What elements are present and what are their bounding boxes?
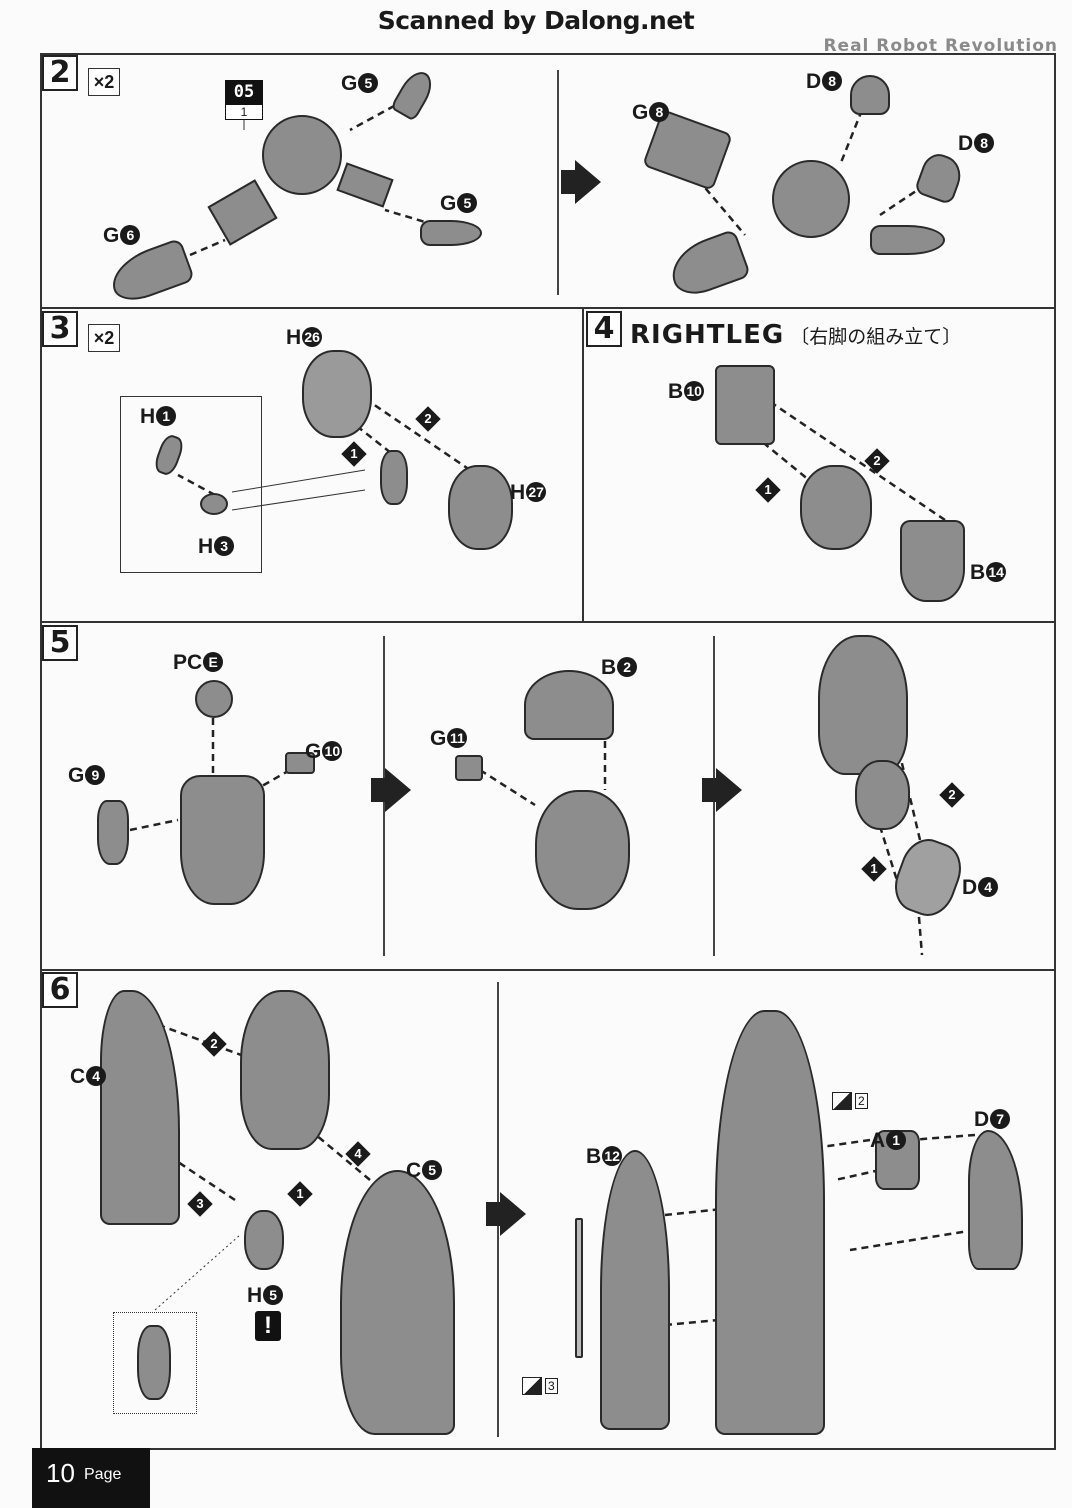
detail-inset bbox=[120, 396, 262, 573]
page-footer: 10 Page bbox=[32, 1448, 150, 1508]
order-marker: 4 bbox=[345, 1141, 371, 1167]
detail-inset bbox=[113, 1312, 197, 1414]
order-marker: 1 bbox=[861, 856, 887, 882]
divider bbox=[582, 308, 584, 621]
ball-joint-part bbox=[262, 115, 342, 195]
part-assembly bbox=[800, 465, 872, 550]
scan-credit: Scanned by Dalong.net bbox=[377, 6, 695, 35]
part-g9 bbox=[97, 800, 129, 865]
order-marker: 2 bbox=[939, 782, 965, 808]
ball-joint-part bbox=[772, 160, 850, 238]
part-h5-detail bbox=[137, 1325, 171, 1400]
caution-icon: ! bbox=[255, 1311, 281, 1341]
step-5-number: 5 bbox=[42, 625, 78, 661]
multiplier-badge: ×2 bbox=[88, 68, 120, 96]
marker-icon bbox=[832, 1092, 852, 1110]
part-b2 bbox=[524, 670, 614, 740]
order-marker: 3 bbox=[187, 1191, 213, 1217]
instruction-frame bbox=[40, 53, 1056, 1450]
stick-part bbox=[575, 1218, 583, 1358]
part-b10 bbox=[715, 365, 775, 445]
part-g5 bbox=[870, 225, 945, 255]
page-label: Page bbox=[84, 1466, 122, 1483]
step-3-number: 3 bbox=[42, 311, 78, 347]
step-4-number: 4 bbox=[586, 311, 622, 347]
part-c5 bbox=[340, 1170, 455, 1435]
part-d8 bbox=[850, 75, 890, 115]
divider bbox=[40, 621, 1056, 623]
order-marker: 2 bbox=[415, 406, 441, 432]
part-g5 bbox=[420, 220, 482, 246]
leg-assembly bbox=[715, 1010, 825, 1435]
divider bbox=[557, 70, 559, 295]
part-g10 bbox=[285, 752, 315, 774]
section-title: RIGHTLEG〔右脚の組み立て〕 bbox=[630, 320, 962, 350]
divider bbox=[40, 969, 1056, 971]
order-marker: 1 bbox=[755, 477, 781, 503]
part-pc-e bbox=[195, 680, 233, 718]
next-arrow-icon bbox=[702, 768, 742, 812]
part-h5 bbox=[244, 1210, 284, 1270]
leg-frame-part bbox=[180, 775, 265, 905]
leg-assembly bbox=[535, 790, 630, 910]
next-arrow-icon bbox=[486, 1192, 526, 1236]
leg-assembly bbox=[855, 760, 910, 830]
part-h26 bbox=[302, 350, 372, 438]
step-2-number: 2 bbox=[42, 55, 78, 91]
leg-assembly bbox=[240, 990, 330, 1150]
step-6-number: 6 bbox=[42, 972, 78, 1008]
order-marker: 2 bbox=[201, 1031, 227, 1057]
brand-title: Real Robot Revolution bbox=[823, 36, 1058, 56]
part-g11 bbox=[455, 755, 483, 781]
multiplier-badge: ×2 bbox=[88, 324, 120, 352]
part-h27 bbox=[448, 465, 513, 550]
order-marker: 1 bbox=[341, 441, 367, 467]
part-b12 bbox=[600, 1150, 670, 1430]
marker-reference: 2 bbox=[832, 1092, 868, 1110]
next-arrow-icon bbox=[561, 160, 601, 204]
next-arrow-icon bbox=[371, 768, 411, 812]
leg-assembly bbox=[818, 635, 908, 775]
order-marker: 2 bbox=[864, 448, 890, 474]
order-marker: 1 bbox=[287, 1181, 313, 1207]
page-number: 10 bbox=[46, 1458, 75, 1488]
part-assembly bbox=[380, 450, 408, 505]
part-h3 bbox=[200, 493, 228, 515]
part-b14 bbox=[900, 520, 965, 602]
divider bbox=[40, 307, 1056, 309]
marker-reference: 3 bbox=[522, 1377, 558, 1395]
marker-icon bbox=[522, 1377, 542, 1395]
